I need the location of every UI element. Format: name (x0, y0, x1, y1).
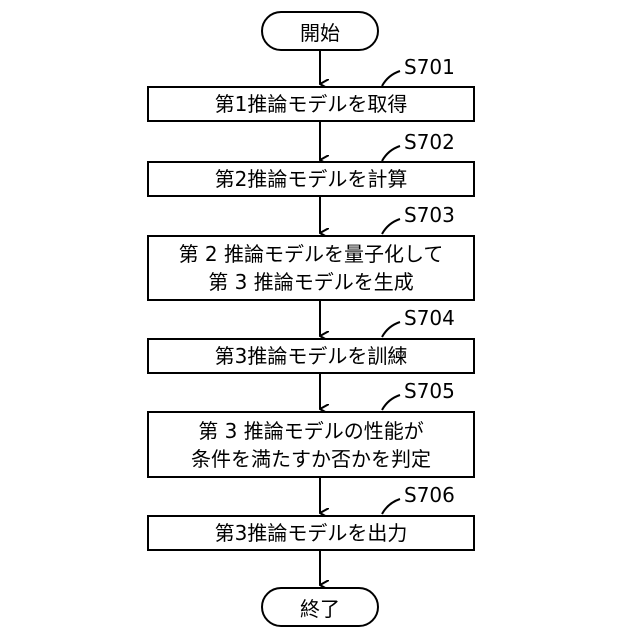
leader-s701 (382, 71, 400, 86)
process-text: 第2推論モデルを計算 (215, 165, 408, 193)
process-text: 第1推論モデルを取得 (215, 90, 408, 118)
end-label: 終了 (300, 593, 340, 622)
step-id-s706: S706 (404, 483, 455, 507)
process-text-line-2: 条件を満たすか否かを判定 (191, 445, 431, 473)
leader-s703 (382, 219, 400, 234)
step-id-s703: S703 (404, 203, 455, 227)
start-label: 開始 (300, 17, 340, 46)
end-terminal: 終了 (261, 587, 379, 627)
process-box-s701: 第1推論モデルを取得 (147, 86, 475, 122)
process-text-line-1: 第 2 推論モデルを量子化して (179, 240, 444, 268)
step-id-s704: S704 (404, 306, 455, 330)
process-box-s704: 第3推論モデルを訓練 (147, 338, 475, 374)
leader-s704 (382, 322, 400, 337)
process-text: 第3推論モデルを訓練 (215, 342, 408, 370)
process-box-s703: 第 2 推論モデルを量子化して 第 3 推論モデルを生成 (147, 235, 475, 301)
step-id-s701: S701 (404, 55, 455, 79)
process-text-line-2: 第 3 推論モデルを生成 (208, 268, 413, 296)
leader-s706 (382, 499, 400, 514)
leader-s702 (382, 146, 400, 161)
process-text: 第3推論モデルを出力 (215, 519, 408, 547)
step-id-s702: S702 (404, 130, 455, 154)
process-text-line-1: 第 3 推論モデルの性能が (198, 417, 423, 445)
process-box-s705: 第 3 推論モデルの性能が 条件を満たすか否かを判定 (147, 411, 475, 478)
process-box-s702: 第2推論モデルを計算 (147, 161, 475, 197)
leader-s705 (382, 395, 400, 410)
step-id-s705: S705 (404, 379, 455, 403)
process-box-s706: 第3推論モデルを出力 (147, 515, 475, 551)
start-terminal: 開始 (261, 11, 379, 51)
